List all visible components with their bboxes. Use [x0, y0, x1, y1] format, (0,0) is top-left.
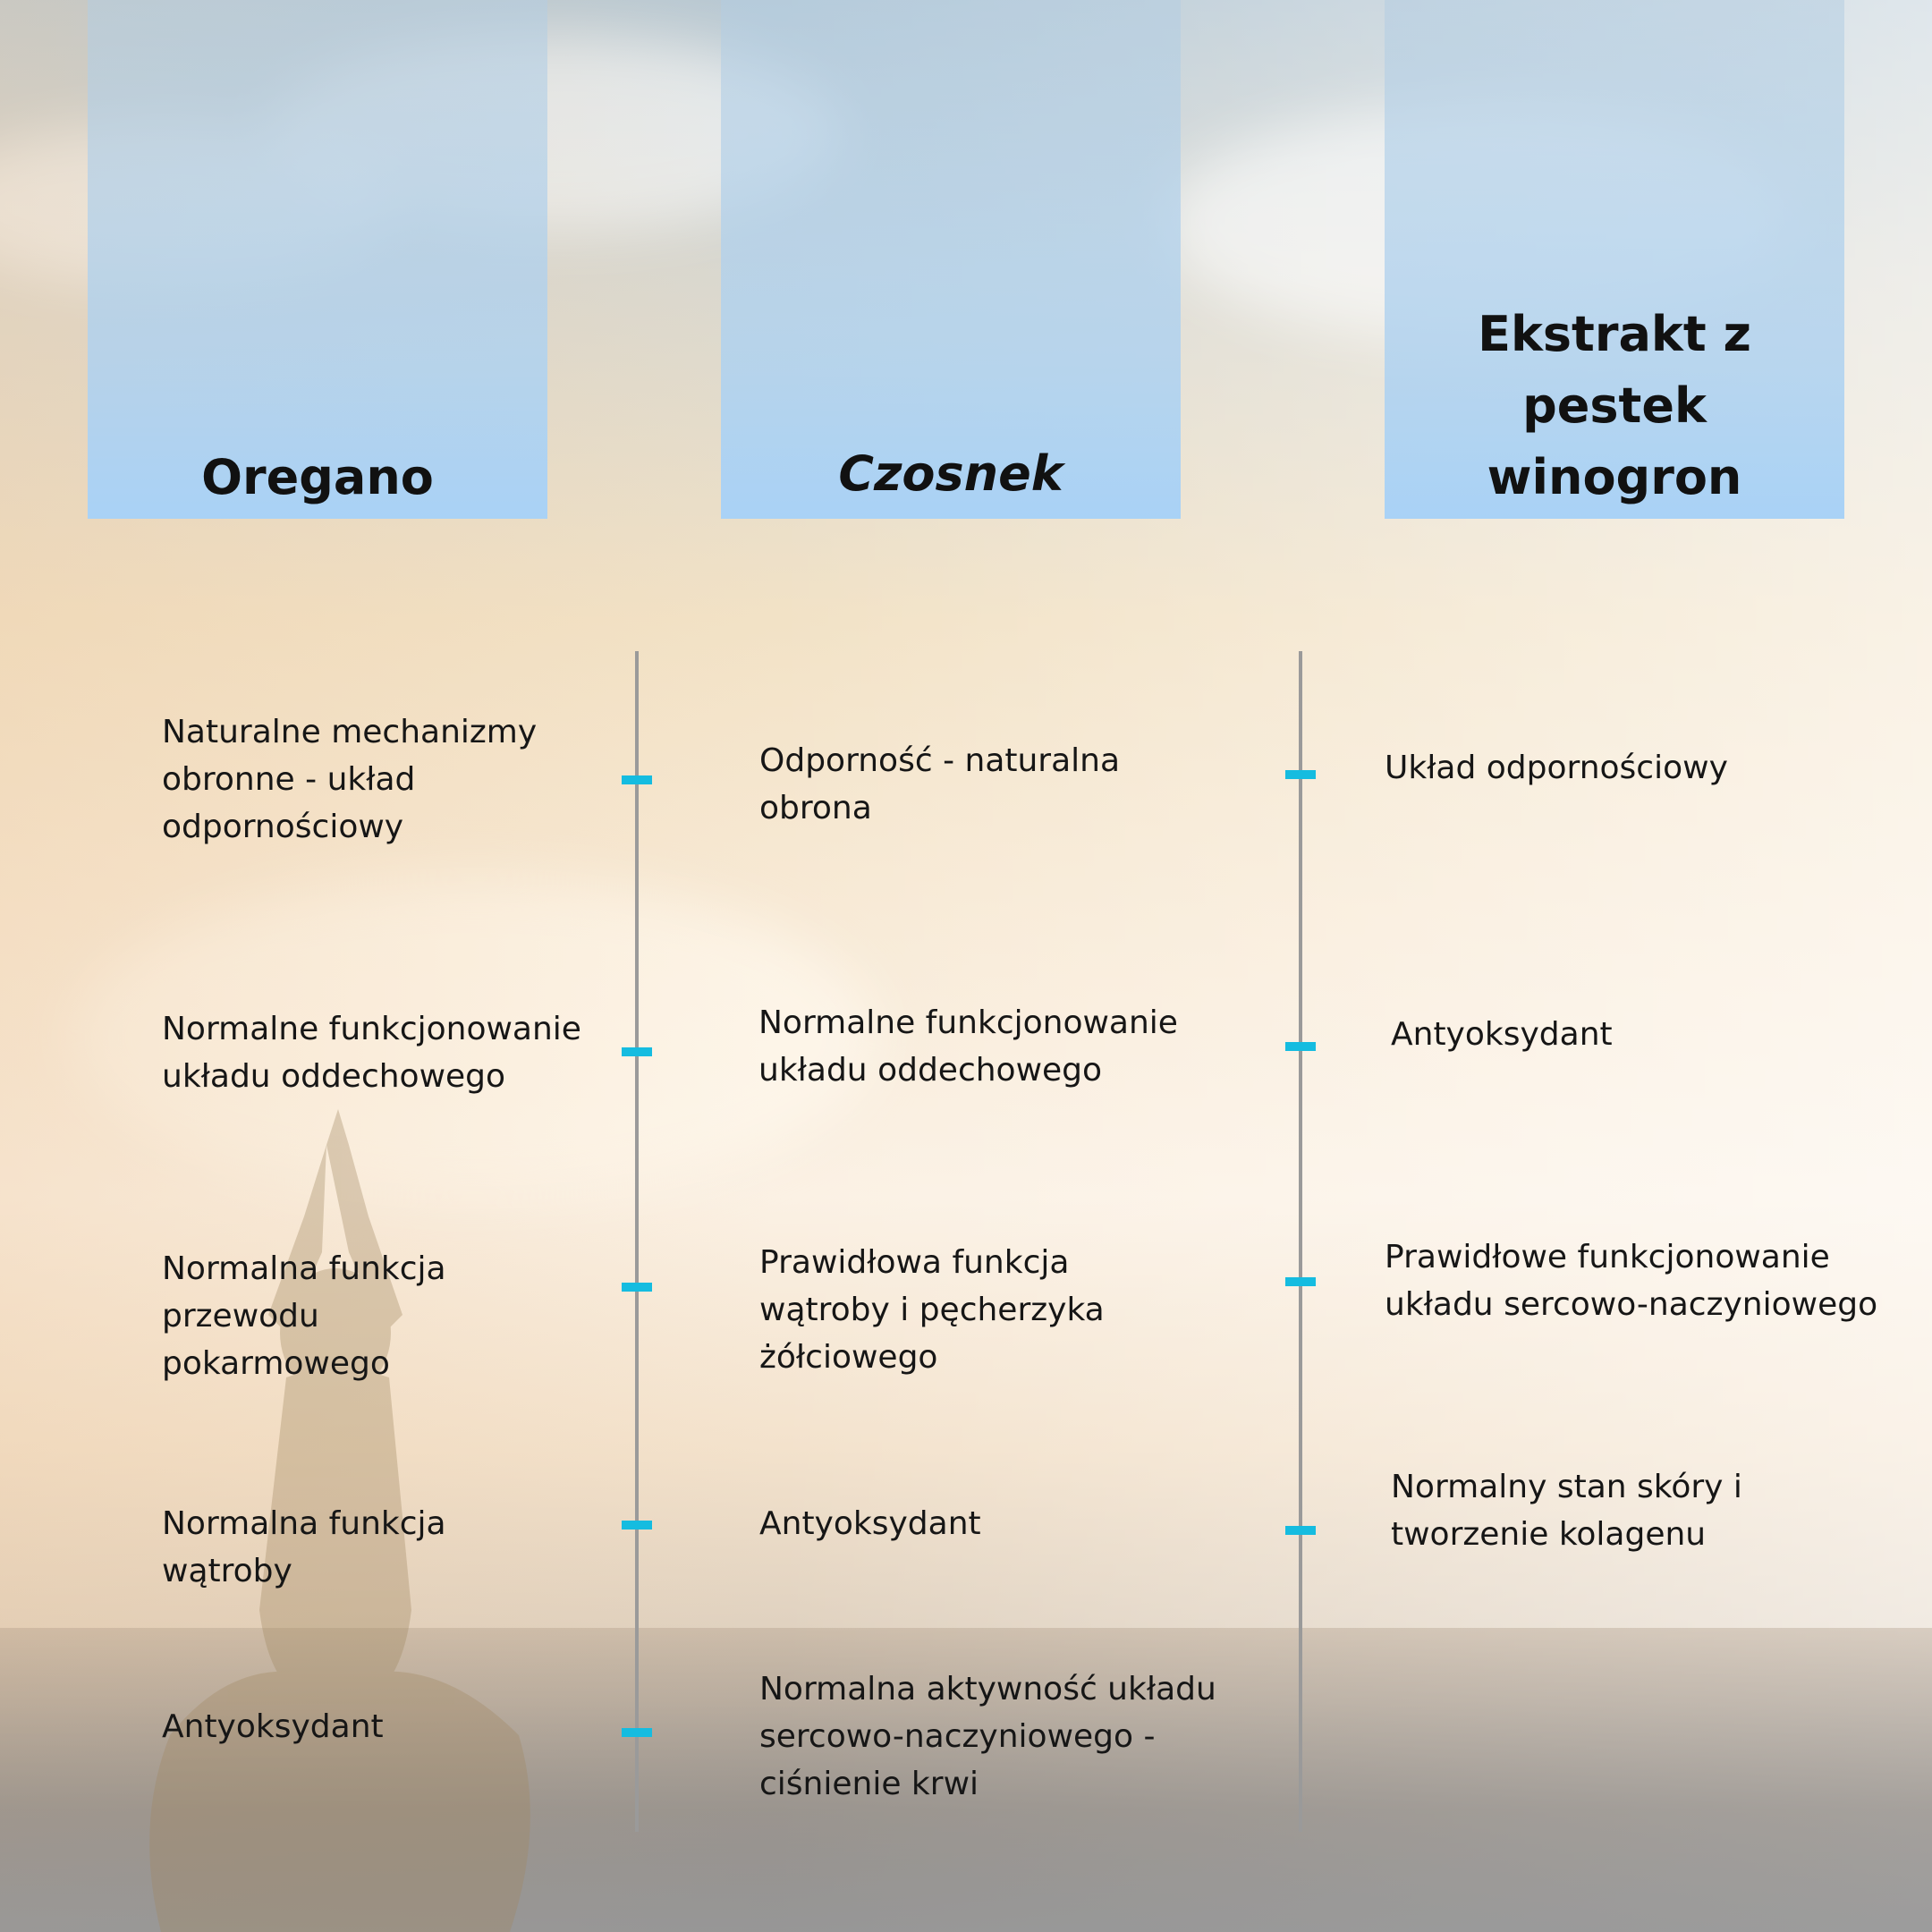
benefit-item: Normalne funkcjonowanie układu oddechowe…: [162, 1011, 581, 1095]
column-title: Czosnek: [838, 445, 1063, 502]
tick-marker: [1285, 1277, 1316, 1286]
benefit-item: Odporność - naturalna obrona: [759, 742, 1121, 826]
benefit-item: Normalna funkcja wątroby: [162, 1505, 446, 1589]
benefit-item: Normalna aktywność układu sercowo-naczyn…: [759, 1671, 1216, 1802]
benefit-item: Prawidłowa funkcja wątroby i pęcherzyka …: [759, 1244, 1105, 1376]
column-header-oregano: Oregano: [88, 0, 547, 519]
benefit-item: Układ odpornościowy: [1385, 750, 1728, 786]
benefit-item: Normalne funkcjonowanie układu oddechowe…: [758, 1004, 1178, 1089]
column-header-grape-seed: Ekstrakt z pestek winogron: [1385, 0, 1844, 519]
column-header-czosnek: Czosnek: [721, 0, 1181, 519]
benefit-item: Prawidłowe funkcjonowanie układu sercowo…: [1385, 1239, 1878, 1323]
column-title: Ekstrakt z pestek winogron: [1478, 306, 1751, 505]
column-divider: [1299, 651, 1302, 1832]
tick-marker: [622, 1047, 652, 1056]
tick-marker: [622, 1283, 652, 1292]
tick-marker: [622, 1521, 652, 1530]
sea-horizon: [0, 1628, 1932, 1932]
yoga-silhouette-image: [149, 1109, 530, 1932]
benefit-item: Antyoksydant: [759, 1505, 981, 1542]
tick-marker: [622, 775, 652, 784]
tick-marker: [1285, 1042, 1316, 1051]
tick-marker: [1285, 1526, 1316, 1535]
benefit-item: Naturalne mechanizmy obronne - układ odp…: [162, 714, 538, 845]
column-divider: [635, 651, 639, 1832]
benefit-item: Normalny stan skóry i tworzenie kolagenu: [1391, 1469, 1742, 1553]
benefit-item: Antyoksydant: [1391, 1016, 1613, 1053]
tick-marker: [1285, 770, 1316, 779]
benefit-item: Antyoksydant: [162, 1708, 384, 1745]
tick-marker: [622, 1728, 652, 1737]
benefit-item: Normalna funkcja przewodu pokarmowego: [162, 1250, 446, 1382]
column-title: Oregano: [201, 449, 434, 505]
